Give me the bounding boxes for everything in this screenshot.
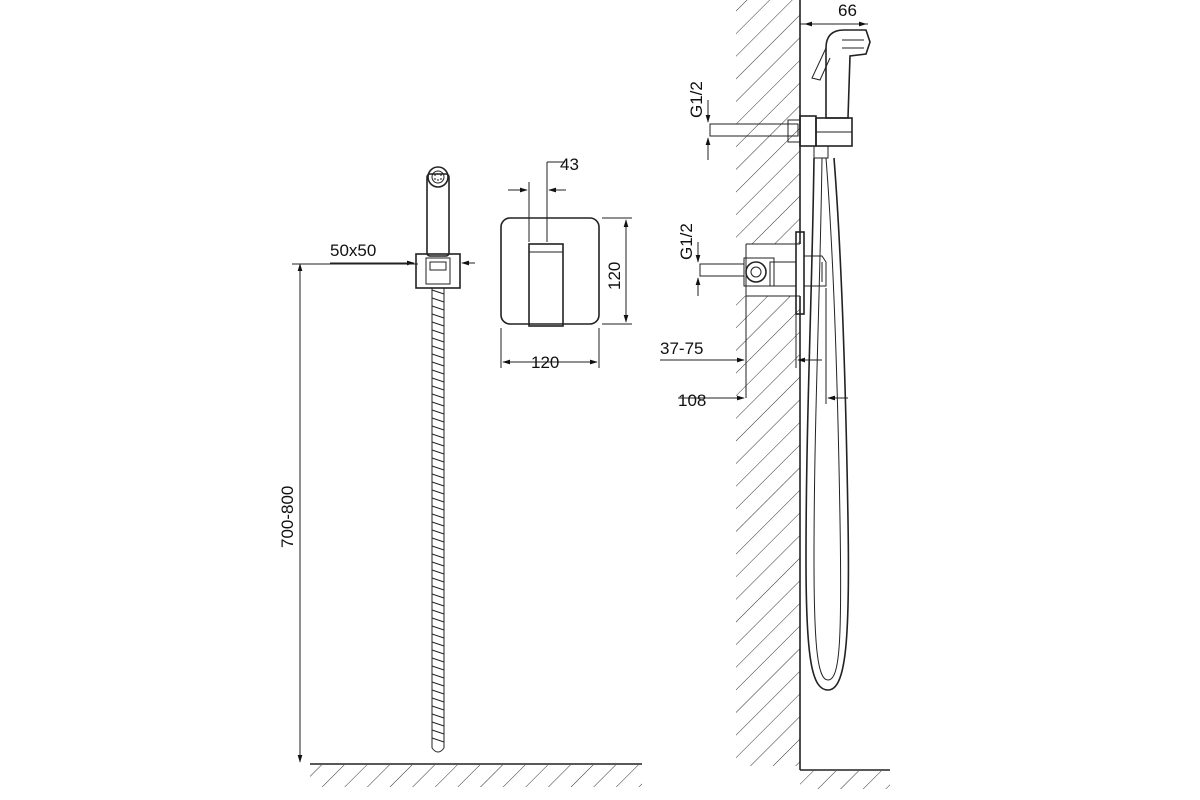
panel-height-label: 120 — [605, 262, 624, 290]
panel-width-label: 120 — [531, 353, 559, 372]
hose-side-view — [805, 157, 850, 691]
floor-hatch-left — [310, 763, 642, 787]
dim-panel-depth: 43 — [508, 155, 579, 242]
dim-wall-range: 37-75 — [660, 296, 822, 398]
mixer-side-view — [699, 231, 827, 315]
thread-top-label: G1/2 — [687, 81, 706, 118]
dim-spray-length: 66 — [799, 1, 868, 40]
wall-hatch — [736, 0, 890, 789]
dim-thread-top: G1/2 — [687, 81, 711, 160]
dim-panel-height: 120 — [602, 217, 632, 325]
panel-depth-label: 43 — [560, 155, 579, 174]
thread-mixer-label: G1/2 — [677, 223, 696, 260]
projection-label: 108 — [678, 391, 706, 410]
dim-holder-size: 50x50 — [330, 241, 475, 266]
mount-height-label: 700-800 — [278, 486, 297, 548]
holder-size-label: 50x50 — [330, 241, 376, 260]
shower-front-view — [415, 166, 461, 753]
spray-length-label: 66 — [838, 1, 857, 20]
holder-side-view — [709, 29, 871, 159]
dim-mount-height: 700-800 — [278, 263, 418, 763]
dim-projection: 108 — [678, 288, 848, 410]
mixer-panel-front — [500, 217, 600, 327]
wall-range-label: 37-75 — [660, 339, 703, 358]
dim-panel-width: 120 — [500, 328, 600, 372]
dim-thread-mixer: G1/2 — [677, 223, 701, 296]
